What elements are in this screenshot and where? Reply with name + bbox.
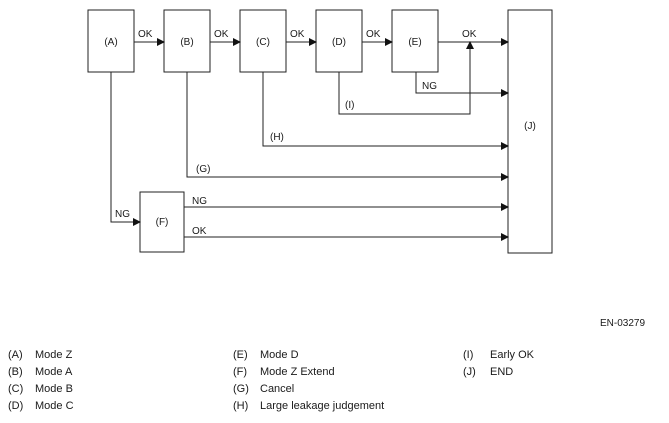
node-c-box — [239, 9, 287, 73]
edge-ng-e: NG — [422, 81, 437, 92]
legend-key: (G) — [233, 383, 249, 395]
edge-ok-de: OK — [366, 29, 381, 40]
legend-key: (H) — [233, 400, 249, 412]
legend-text: Large leakage judgement — [260, 400, 385, 412]
legend-column-3: (I) Early OK (J) END — [463, 347, 534, 381]
edge-ok-cd: OK — [290, 29, 305, 40]
edge-label-i: (I) — [345, 100, 354, 111]
node-d-label: (D) — [332, 37, 346, 48]
legend-item: (H) Large leakage judgement — [233, 398, 384, 415]
legend-item: (A) Mode Z — [8, 347, 74, 364]
node-b-box — [163, 9, 211, 73]
edge-ok-ab: OK — [138, 29, 153, 40]
arrow-d-early-ok — [338, 41, 474, 115]
legend-item: (D) Mode C — [8, 398, 74, 415]
node-j-label: (J) — [524, 121, 536, 132]
legend-item: (F) Mode Z Extend — [233, 364, 384, 381]
edge-ng-a: NG — [115, 209, 130, 220]
figure-code: EN-03279 — [600, 318, 646, 329]
legend-text: Mode A — [35, 366, 73, 378]
node-f-box — [139, 191, 185, 253]
legend-item: (G) Cancel — [233, 381, 384, 398]
legend-text: Mode Z — [35, 349, 73, 361]
legend-item: (B) Mode A — [8, 364, 74, 381]
edge-label-g: (G) — [196, 164, 210, 175]
legend-text: Mode C — [35, 400, 74, 412]
arrow-e-ng-to-j — [415, 72, 509, 97]
legend-key: (I) — [463, 349, 474, 361]
legend-text: Early OK — [490, 349, 535, 361]
node-j-box — [507, 9, 553, 254]
node-a-label: (A) — [104, 37, 117, 48]
legend-key: (F) — [233, 366, 248, 378]
node-e-label: (E) — [408, 37, 421, 48]
edge-ok-bc: OK — [214, 29, 229, 40]
legend-text: Mode B — [35, 383, 73, 395]
legend-text: Mode D — [260, 349, 299, 361]
legend-key: (A) — [8, 349, 23, 361]
legend-key: (J) — [463, 366, 476, 378]
node-c-label: (C) — [256, 37, 270, 48]
legend-column-2: (E) Mode D (F) Mode Z Extend (G) Cancel (H)… — [233, 347, 384, 415]
legend-text: END — [490, 366, 514, 378]
edge-ng-f: NG — [192, 196, 207, 207]
legend-text: Mode Z Extend — [260, 366, 335, 378]
legend-item: (I) Early OK — [463, 347, 534, 364]
legend-item: (E) Mode D — [233, 347, 384, 364]
node-b-label: (B) — [180, 37, 193, 48]
edge-label-h: (H) — [270, 132, 284, 143]
legend-item: (C) Mode B — [8, 381, 74, 398]
arrow-b-to-j — [186, 72, 509, 181]
legend-key: (B) — [8, 366, 23, 378]
node-f-label: (F) — [156, 217, 169, 228]
node-d-box — [315, 9, 363, 73]
edge-ok-ej: OK — [462, 29, 477, 40]
legend-key: (C) — [8, 383, 24, 395]
arrow-c-to-j — [262, 72, 509, 150]
legend-key: (E) — [233, 349, 248, 361]
node-e-box — [391, 9, 439, 73]
legend-item: (J) END — [463, 364, 534, 381]
legend-column-1: (A) Mode Z (B) Mode A (C) Mode B (D) Mode C — [8, 347, 74, 415]
edge-ok-f: OK — [192, 226, 207, 237]
legend-key: (D) — [8, 400, 24, 412]
node-a-box — [87, 9, 135, 73]
legend-text: Cancel — [260, 383, 295, 395]
arrow-a-to-f — [110, 72, 141, 226]
